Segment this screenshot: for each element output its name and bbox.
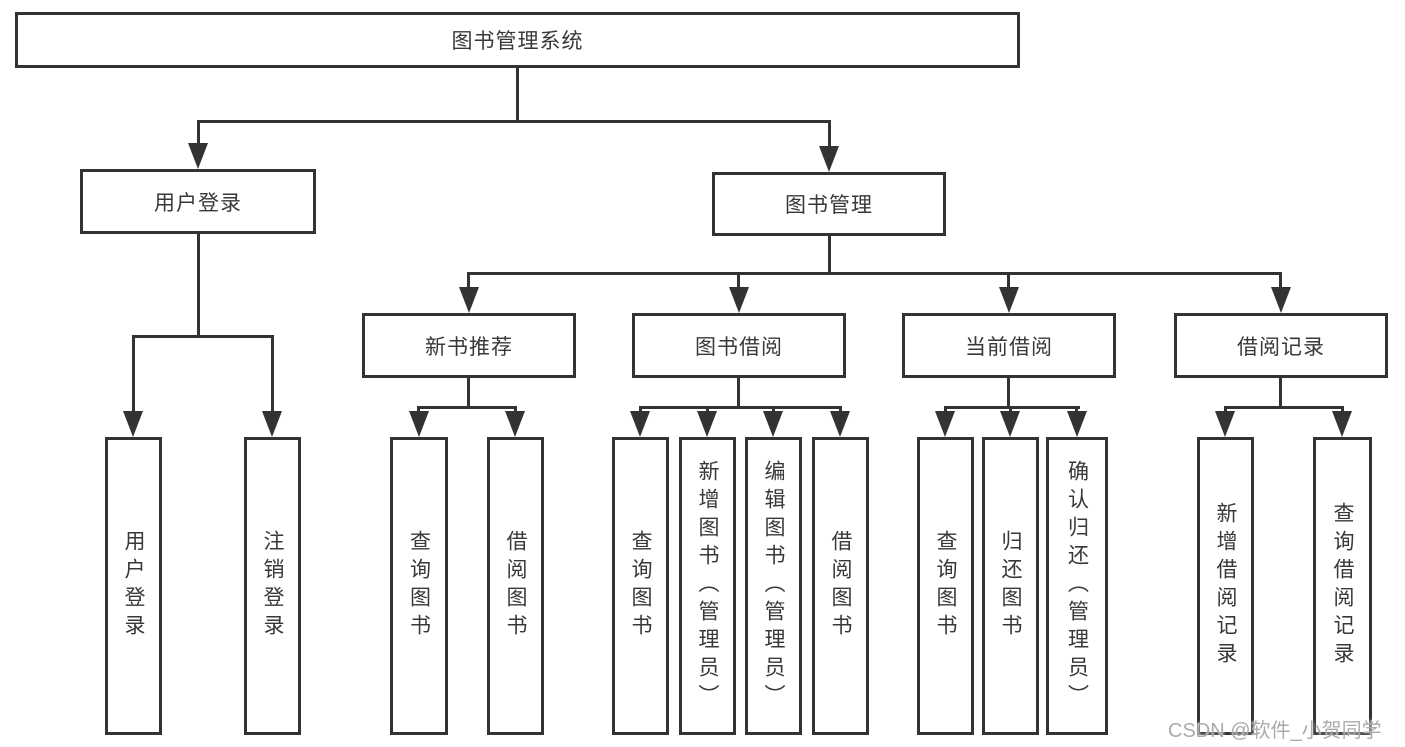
arrowhead-icon	[459, 287, 479, 313]
node-current-borrowing: 当前借阅	[902, 313, 1116, 378]
node-book-management: 图书管理	[712, 172, 946, 236]
connector-bookmgmt-hline	[467, 272, 1282, 275]
connector-root-hline	[197, 120, 831, 123]
arrowhead-icon	[1332, 411, 1352, 437]
leaf-label: 查询图书	[407, 530, 431, 642]
node-root-label: 图书管理系统	[451, 30, 584, 53]
node-current-borrowing-label: 当前借阅	[965, 335, 1053, 359]
leaf-query-books-recommend: 查询图书	[390, 437, 448, 735]
node-root: 图书管理系统	[15, 12, 1020, 68]
leaf-borrow-books-borrowing: 借阅图书	[812, 437, 869, 735]
connector-stub	[737, 275, 740, 289]
leaf-label: 注销登录	[261, 530, 284, 642]
arrowhead-icon	[935, 411, 955, 437]
connector-stub	[132, 338, 135, 413]
node-book-borrowing: 图书借阅	[632, 313, 846, 378]
node-book-borrowing-label: 图书借阅	[695, 335, 783, 359]
arrowhead-icon	[729, 287, 749, 313]
leaf-edit-books-admin: 编辑图书（管理员）	[745, 437, 802, 735]
arrowhead-icon	[1067, 411, 1087, 437]
leaf-label: 查询借阅记录	[1331, 502, 1354, 670]
leaf-add-borrow-record: 新增借阅记录	[1197, 437, 1254, 735]
arrowhead-icon	[630, 411, 650, 437]
leaf-add-books-admin: 新增图书（管理员）	[679, 437, 736, 735]
node-new-book-recommend-label: 新书推荐	[425, 335, 513, 359]
leaf-query-books-current: 查询图书	[917, 437, 974, 735]
connector-records-hline	[1224, 406, 1344, 409]
leaf-label: 新增图书（管理员）	[696, 460, 719, 712]
connector-records-vline	[1279, 378, 1282, 408]
connector-stub	[828, 123, 831, 148]
arrowhead-icon	[697, 411, 717, 437]
leaf-logout: 注销登录	[244, 437, 301, 735]
arrowhead-icon	[262, 411, 282, 437]
node-borrowing-records: 借阅记录	[1174, 313, 1388, 378]
connector-userlogin-hline	[132, 335, 274, 338]
connector-stub	[1279, 275, 1282, 289]
connector-root-vline	[516, 68, 519, 123]
node-borrowing-records-label: 借阅记录	[1237, 335, 1325, 359]
leaf-label: 归还图书	[999, 530, 1022, 642]
connector-bookmgmt-vline	[828, 236, 831, 275]
connector-recommend-hline	[417, 406, 517, 409]
arrowhead-icon	[830, 411, 850, 437]
arrowhead-icon	[409, 411, 429, 437]
leaf-label: 查询图书	[934, 530, 957, 642]
connector-current-vline	[1007, 378, 1010, 408]
leaf-label: 查询图书	[629, 530, 652, 642]
arrowhead-icon	[123, 411, 143, 437]
leaf-confirm-return-admin: 确认归还（管理员）	[1046, 437, 1108, 735]
arrowhead-icon	[1271, 287, 1291, 313]
connector-userlogin-vline	[197, 234, 200, 338]
connector-borrowing-vline	[737, 378, 740, 408]
leaf-label: 确认归还（管理员）	[1065, 460, 1089, 712]
arrowhead-icon	[763, 411, 783, 437]
connector-stub	[467, 275, 470, 289]
arrowhead-icon	[999, 287, 1019, 313]
arrowhead-icon	[1000, 411, 1020, 437]
node-user-login: 用户登录	[80, 169, 316, 234]
leaf-query-borrow-record: 查询借阅记录	[1313, 437, 1372, 735]
connector-stub	[197, 123, 200, 145]
connector-stub	[271, 338, 274, 413]
arrowhead-icon	[188, 143, 208, 169]
arrowhead-icon	[1215, 411, 1235, 437]
csdn-watermark: CSDN @软件_小贺同学	[1168, 720, 1382, 742]
node-new-book-recommend: 新书推荐	[362, 313, 576, 378]
leaf-user-login: 用户登录	[105, 437, 162, 735]
leaf-borrow-books-recommend: 借阅图书	[487, 437, 544, 735]
leaf-query-books-borrowing: 查询图书	[612, 437, 669, 735]
connector-current-hline	[944, 406, 1080, 409]
connector-stub	[1007, 275, 1010, 289]
connector-recommend-vline	[467, 378, 470, 408]
leaf-label: 借阅图书	[504, 530, 527, 642]
node-book-management-label: 图书管理	[785, 194, 873, 217]
node-user-login-label: 用户登录	[154, 191, 242, 215]
leaf-label: 编辑图书（管理员）	[762, 460, 785, 712]
connector-borrowing-hline	[639, 406, 842, 409]
leaf-label: 新增借阅记录	[1214, 502, 1237, 670]
leaf-return-books: 归还图书	[982, 437, 1039, 735]
leaf-label: 用户登录	[122, 530, 145, 642]
leaf-label: 借阅图书	[829, 530, 852, 642]
arrowhead-icon	[819, 146, 839, 172]
arrowhead-icon	[505, 411, 525, 437]
